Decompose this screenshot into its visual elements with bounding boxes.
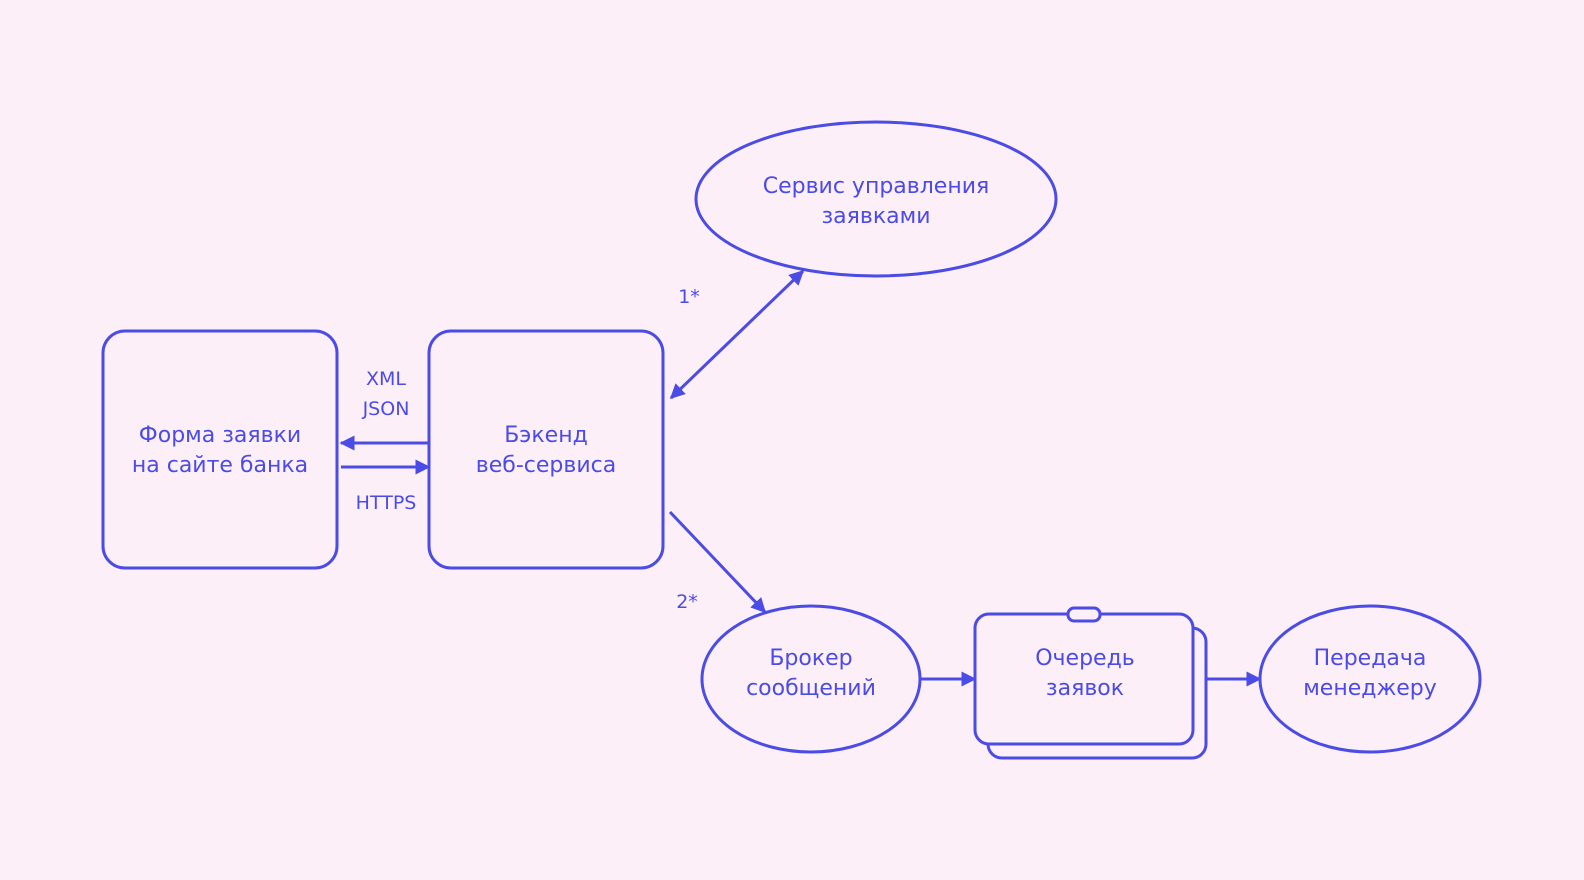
edge-label-xml: XML xyxy=(366,368,406,390)
broker-node-label-line1: Брокер xyxy=(769,646,852,671)
form-node: Форма заявки на сайте банка xyxy=(101,329,339,570)
edge-label-json: JSON xyxy=(362,398,410,420)
request-service-node-label-line1: Сервис управления xyxy=(763,174,990,199)
form-node-box xyxy=(101,329,339,570)
edge-label-two: 2* xyxy=(676,591,698,613)
edge-label-https: HTTPS xyxy=(356,492,417,514)
request-service-node-ellipse xyxy=(694,120,1058,278)
queue-node-tab xyxy=(1066,606,1102,623)
request-service-node: Сервис управления заявками xyxy=(694,120,1058,278)
edge-backend-request-service xyxy=(669,269,805,400)
queue-node: Очередь заявок xyxy=(973,606,1208,760)
queue-node-label-line1: Очередь xyxy=(1035,646,1135,671)
broker-node-label-line2: сообщений xyxy=(746,676,876,701)
queue-node-label-line2: заявок xyxy=(1046,676,1124,701)
manager-node-label-line1: Передача xyxy=(1314,646,1427,671)
manager-node-label-line2: менеджеру xyxy=(1303,676,1437,701)
broker-node: Брокер сообщений xyxy=(700,604,922,754)
form-node-label-line2: на сайте банка xyxy=(132,453,308,478)
backend-node-label-line2: веб-сервиса xyxy=(476,453,616,478)
request-service-node-label-line2: заявками xyxy=(821,204,930,229)
edge-backend-to-broker xyxy=(668,510,767,614)
edge-label-one: 1* xyxy=(678,286,700,308)
form-node-label-line1: Форма заявки xyxy=(139,423,301,448)
backend-node-box xyxy=(427,329,665,570)
manager-node: Передача менеджеру xyxy=(1258,604,1482,754)
backend-node: Бэкенд веб-сервиса xyxy=(427,329,665,570)
backend-node-label-line1: Бэкенд xyxy=(504,423,588,448)
